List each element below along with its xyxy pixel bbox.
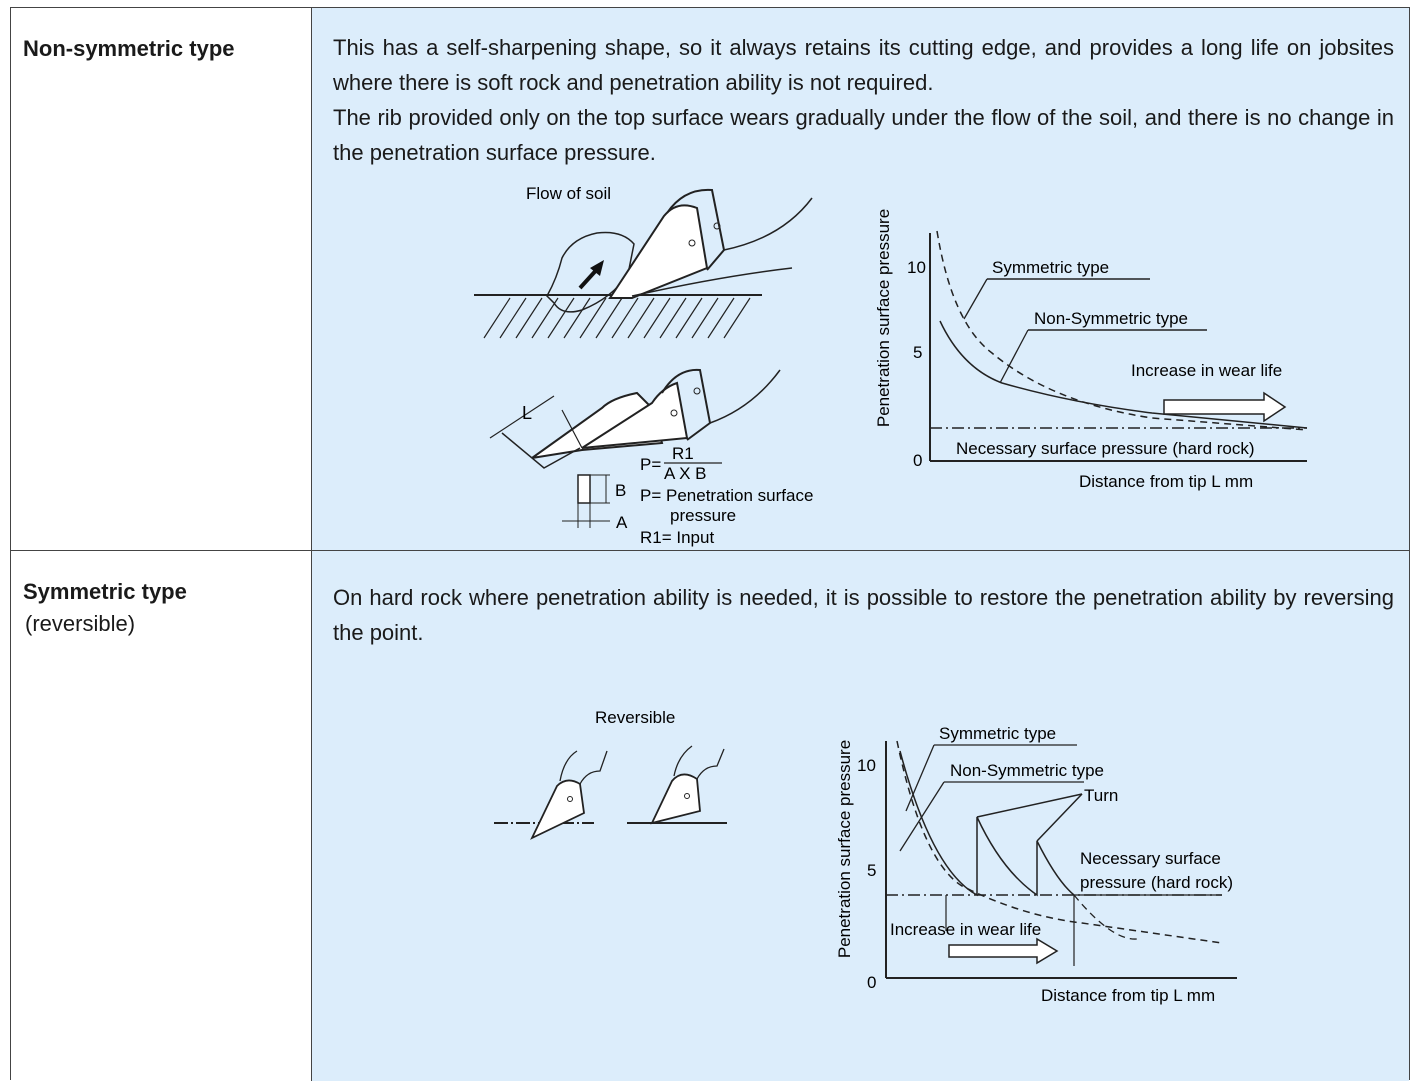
turn-label: Turn <box>1084 786 1118 805</box>
non-symmetric-type-label: Non-Symmetric type <box>1034 309 1188 328</box>
legend-p-label: P= Penetration surface <box>640 486 813 505</box>
non-symmetric-curve <box>939 320 1308 429</box>
pressure-chart-non-symmetric: Penetration surface pressure 10 5 0 Symm… <box>874 209 1308 491</box>
description-paragraph: The rib provided only on the top surface… <box>333 105 1394 165</box>
wear-life-arrow <box>948 937 1059 965</box>
chart-xlabel: Distance from tip L mm <box>1079 472 1253 491</box>
chart-ylabel: Penetration surface pressure <box>874 209 893 427</box>
symmetric-type-label: Symmetric type <box>939 724 1056 743</box>
row-label: Non-symmetric type <box>23 36 235 61</box>
ytick-0: 0 <box>867 973 876 992</box>
chart-ylabel: Penetration surface pressure <box>835 740 854 958</box>
description-paragraph: This has a self-sharpening shape, so it … <box>333 35 1394 95</box>
ytick-5: 5 <box>867 861 876 880</box>
ytick-0: 0 <box>913 451 922 470</box>
ytick-5: 5 <box>913 343 922 362</box>
row-sublabel: (reversible) <box>25 611 136 636</box>
reversible-label: Reversible <box>595 708 675 727</box>
reversible-point-illustration: Reversible <box>494 708 727 840</box>
necessary-pressure-label: Necessary surface pressure (hard rock) <box>956 439 1255 458</box>
row-label: Symmetric type <box>23 579 187 604</box>
formula-lhs: P= <box>640 455 661 474</box>
row-content-cell: On hard rock where penetration ability i… <box>312 551 1409 1081</box>
formula-denominator: A X B <box>664 464 707 483</box>
table-row-symmetric: Symmetric type (reversible) On hard rock… <box>11 551 1409 1081</box>
row-label-cell: Symmetric type (reversible) <box>11 551 312 1081</box>
legend-p-label-cont: pressure <box>670 506 736 525</box>
non-symmetric-point-illustration: Flow of soil <box>474 184 813 547</box>
ytick-10: 10 <box>907 258 926 277</box>
flow-of-soil-label: Flow of soil <box>526 184 611 203</box>
pressure-chart-symmetric: Penetration surface pressure 10 5 0 Symm… <box>835 724 1237 1005</box>
comparison-table: Non-symmetric type This has a self-sharp… <box>10 7 1410 1081</box>
dimension-A-label: A <box>616 513 628 532</box>
dimension-L-label: L <box>522 403 532 423</box>
necessary-pressure-label: Necessary surface <box>1080 849 1221 868</box>
dimension-B-label: B <box>615 481 626 500</box>
wear-life-arrow <box>1163 391 1287 423</box>
legend-r1-label: R1= Input <box>640 528 714 547</box>
wear-life-label: Increase in wear life <box>1131 361 1282 380</box>
non-symmetric-type-label: Non-Symmetric type <box>950 761 1104 780</box>
symmetric-curve <box>936 230 1308 431</box>
formula-numerator: R1 <box>672 444 694 463</box>
chart-xlabel: Distance from tip L mm <box>1041 986 1215 1005</box>
ytick-10: 10 <box>857 756 876 775</box>
row-content-cell: This has a self-sharpening shape, so it … <box>312 8 1409 550</box>
wear-life-label: Increase in wear life <box>890 920 1041 939</box>
necessary-pressure-label-cont: pressure (hard rock) <box>1080 873 1233 892</box>
symmetric-type-label: Symmetric type <box>992 258 1109 277</box>
description-paragraph: On hard rock where penetration ability i… <box>333 585 1394 645</box>
row-label-cell: Non-symmetric type <box>11 8 312 550</box>
table-row-non-symmetric: Non-symmetric type This has a self-sharp… <box>11 8 1409 551</box>
